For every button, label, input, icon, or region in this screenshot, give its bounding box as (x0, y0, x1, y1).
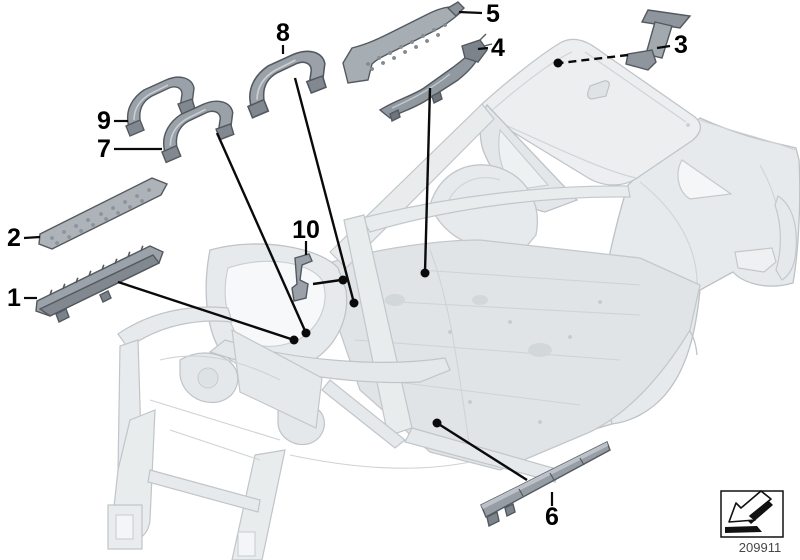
leader-lines (117, 53, 629, 482)
leader-dot-7 (301, 328, 311, 338)
leader-line-6 (436, 421, 528, 482)
callout-label-3[interactable]: 3 (674, 31, 688, 59)
front-crossmember (147, 469, 261, 513)
callout-label-5[interactable]: 5 (486, 0, 500, 28)
callout-labels: 1 2 3 4 5 6 7 8 9 10 (7, 0, 688, 531)
side-sill-front (321, 379, 406, 449)
part-10[interactable] (291, 253, 313, 302)
part-4[interactable] (378, 33, 493, 123)
label-line-5 (458, 10, 483, 15)
part-2[interactable] (38, 177, 168, 250)
leader-line-4 (423, 87, 432, 273)
leader-line-10 (312, 278, 342, 286)
front-apron-left (117, 306, 233, 349)
part-9[interactable] (125, 76, 196, 137)
callout-label-7[interactable]: 7 (97, 135, 111, 163)
rear-bumper-mount (734, 247, 777, 273)
leader-line-8 (293, 77, 356, 304)
floor-hole-3 (472, 295, 488, 305)
roof-border-lines (489, 51, 687, 179)
label-line-2 (23, 235, 41, 240)
quarter-window-opening (677, 159, 733, 200)
callout-label-4[interactable]: 4 (491, 34, 505, 62)
part-7[interactable] (161, 100, 235, 164)
rail-end-plate-left (107, 504, 143, 550)
callout-label-2[interactable]: 2 (7, 224, 21, 252)
strut-tower-left-cap (197, 367, 219, 389)
part-1-tabs (49, 245, 144, 296)
roof-rail-side (361, 185, 631, 233)
part-6[interactable] (480, 441, 611, 528)
part-1[interactable] (35, 245, 164, 323)
leader-dot-4 (420, 268, 430, 278)
car-body-shell (107, 38, 800, 560)
callout-label-1[interactable]: 1 (7, 284, 21, 312)
engine-bay-details (149, 355, 471, 469)
leader-dot-1 (289, 335, 299, 345)
callout-label-6[interactable]: 6 (545, 503, 559, 531)
leader-dot-8 (349, 298, 359, 308)
roof-hole (686, 123, 690, 127)
callout-label-9[interactable]: 9 (97, 107, 111, 135)
rail-end-hole-left (115, 514, 134, 540)
callout-label-10[interactable]: 10 (292, 216, 320, 244)
leader-dot-10 (338, 275, 348, 285)
leader-dot-6 (432, 418, 442, 428)
floor-ribs (354, 249, 641, 451)
part-8[interactable] (247, 50, 327, 119)
roof-opening (587, 80, 610, 100)
direction-of-travel-arrow-icon (725, 490, 773, 533)
part-3[interactable] (625, 9, 692, 71)
leader-line-7 (215, 132, 308, 334)
part-2-perforations (50, 188, 152, 245)
label-line-4 (477, 46, 489, 51)
label-lines (23, 10, 671, 506)
tail-lamp-pocket (774, 195, 797, 281)
diagram-id: 209911 (739, 540, 781, 555)
floor-hole-1 (385, 294, 405, 306)
leader-dot-3 (553, 58, 563, 68)
label-line-3 (656, 44, 671, 50)
floor-hole-2 (528, 343, 552, 357)
leader-line-1 (117, 280, 295, 342)
floor-pan (331, 239, 701, 471)
direction-indicator (720, 490, 784, 538)
part-5[interactable] (342, 1, 465, 84)
side-sill-rear (404, 427, 561, 483)
leader-line-3-dashed (559, 53, 629, 65)
callout-label-8[interactable]: 8 (276, 19, 290, 47)
rail-end-hole-right (237, 531, 256, 557)
